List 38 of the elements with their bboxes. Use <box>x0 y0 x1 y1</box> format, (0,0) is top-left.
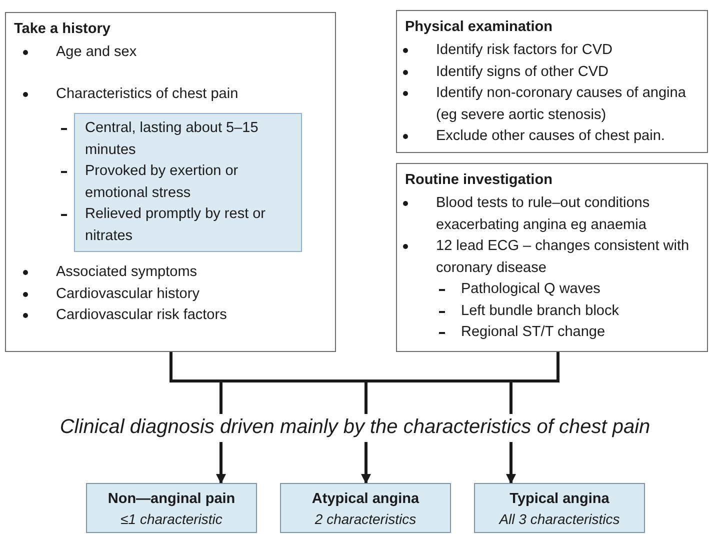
list-item: Cardiovascular history <box>14 284 327 305</box>
list-item: Identify risk factors for CVD <box>405 40 699 62</box>
section-heading: Take a history <box>14 20 112 39</box>
list-item: Central, lasting about 5–15 minutes <box>85 118 293 161</box>
list-item: Provoked by exertion or emotional stress <box>85 161 293 204</box>
outcome-box <box>474 483 645 533</box>
outcome-note: 2 characteristics <box>314 510 418 529</box>
list-item: Identify non-coronary causes of angina (eg severe aortic stenosis) <box>405 83 699 126</box>
text-card <box>396 163 708 352</box>
list-item: Blood tests to rule–out conditions exacerbating angina eg anaemia <box>405 193 699 236</box>
list-item: Exclude other causes of chest pain. <box>405 126 699 148</box>
diagnosis-text: Clinical diagnosis driven mainly by the characteristics of chest pain <box>60 414 650 440</box>
connector-line <box>170 350 368 416</box>
text-card <box>5 12 336 352</box>
section-heading: Physical examination <box>405 18 554 37</box>
list-item: Relieved promptly by rest or nitrates <box>85 204 293 247</box>
list-item: 12 lead ECG – changes consistent with coronary disease <box>405 236 699 279</box>
list-item: Pathological Q waves <box>405 279 699 300</box>
arrow <box>361 442 371 484</box>
list-item: Age and sex <box>14 42 327 64</box>
list-item: Associated symptoms <box>14 262 327 284</box>
outcome-title: Non—anginal pain <box>106 490 236 509</box>
list-item: Left bundle branch block <box>405 300 699 322</box>
text-card <box>396 10 708 153</box>
outcome-box <box>86 483 257 533</box>
outcome-note: ≤1 characteristic <box>120 510 224 529</box>
outcome-title: Atypical angina <box>310 490 420 509</box>
list-item: Cardiovascular risk factors <box>14 305 327 326</box>
arrow <box>506 442 516 484</box>
list-item: Characteristics of chest pain <box>14 84 327 105</box>
outcome-note: All 3 characteristics <box>498 510 621 529</box>
list-item: Regional ST/T change <box>405 322 699 344</box>
outcome-box <box>280 483 451 533</box>
section-heading: Routine investigation <box>405 171 554 190</box>
list-item: Identify signs of other CVD <box>405 62 699 83</box>
outcome-title: Typical angina <box>508 490 610 509</box>
arrow <box>216 442 226 484</box>
connector-line <box>364 350 560 416</box>
